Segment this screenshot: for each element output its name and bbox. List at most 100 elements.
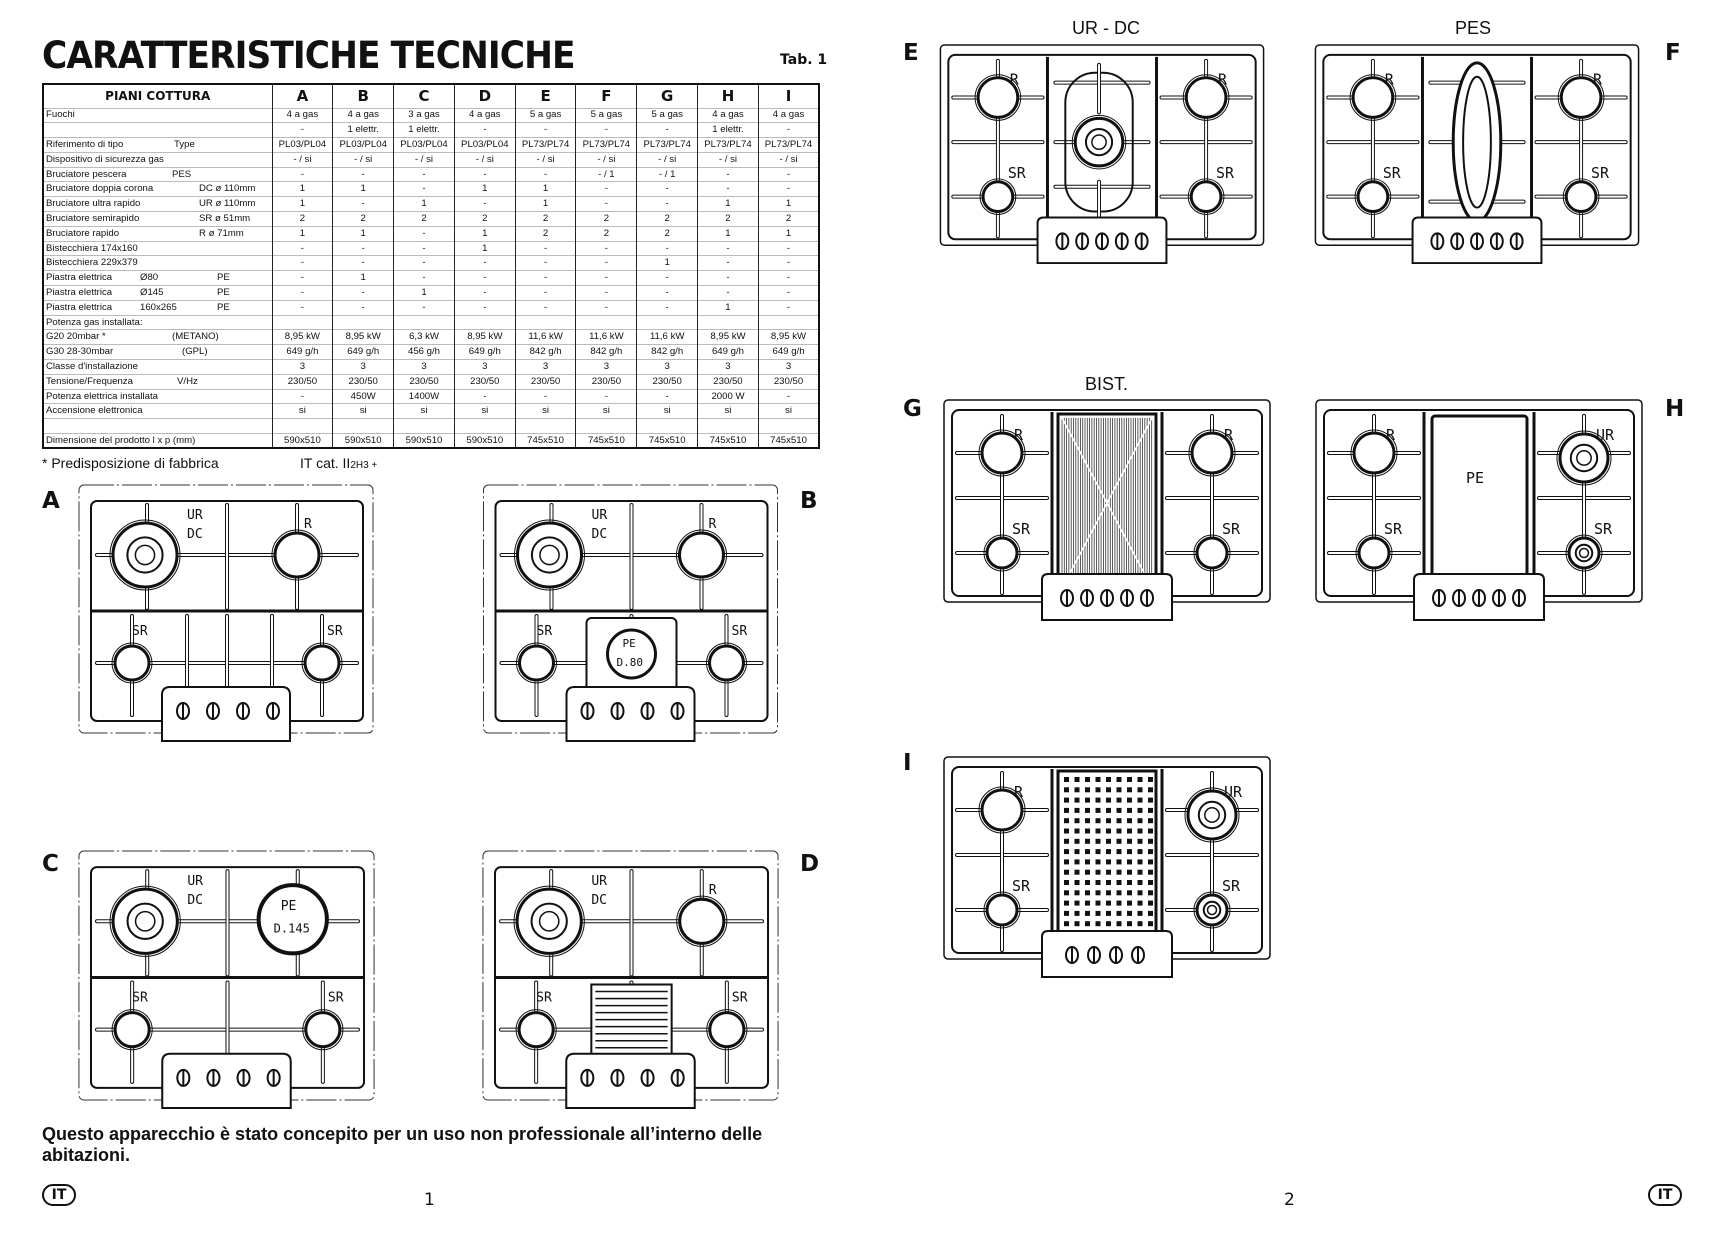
table-cell: -	[271, 122, 333, 138]
usage-note: Questo apparecchio è stato concepito per…	[42, 1124, 763, 1165]
row-label-part: Potenza gas installata:	[46, 316, 143, 328]
row-label: Accensione elettronica	[42, 403, 272, 419]
griddle-dot	[1148, 900, 1153, 906]
burner-label: R	[709, 883, 717, 898]
griddle-dot	[1116, 869, 1122, 875]
burner-ring	[515, 1009, 557, 1051]
row-label-part: Dimensione del prodotto l x p (mm)	[46, 434, 196, 446]
table-cell: -	[757, 255, 820, 271]
table-cell: 590x510	[332, 433, 394, 449]
table-cell: -	[757, 240, 820, 256]
griddle-dot	[1064, 818, 1069, 824]
griddle-dot	[1064, 880, 1069, 885]
fish-burner-icon	[1451, 61, 1503, 223]
griddle-dot	[1064, 900, 1069, 906]
table-cell: si	[636, 403, 698, 419]
row-label-part: (METANO)	[172, 331, 219, 343]
table-cell: -	[514, 285, 576, 301]
diagram-letter-I: I	[903, 750, 912, 776]
diagram-letter-B: B	[800, 488, 818, 514]
table-cell: si	[271, 403, 333, 419]
table-cell: - / si	[393, 151, 455, 168]
griddle-dot	[1116, 880, 1122, 885]
griddle-dot	[1074, 838, 1080, 844]
table-cell: -	[453, 166, 516, 182]
row-label-part: Riferimento di tipo	[46, 138, 124, 150]
row-label-part: V/Hz	[177, 375, 198, 387]
table-cell: -	[332, 299, 394, 316]
table-cell: 1	[271, 225, 333, 242]
griddle-dot	[1106, 818, 1111, 824]
griddle-dot	[1116, 828, 1122, 834]
burner-label: R	[1385, 71, 1394, 89]
table-cell: 2	[636, 211, 698, 227]
table-row: Dimensione del prodotto l x p (mm) 590x51…	[42, 433, 820, 449]
table-cell: 1	[393, 285, 455, 301]
griddle-dot	[1106, 880, 1111, 885]
burner-ring	[979, 178, 1017, 215]
burner-icon	[1357, 536, 1391, 570]
header-label: PIANI COTTURA	[42, 84, 272, 108]
table-cell: -	[514, 166, 576, 182]
column-header-C: C	[393, 84, 455, 108]
burner-icon	[980, 431, 1024, 475]
burner-icon	[113, 644, 151, 682]
burner-inner-ring	[126, 902, 164, 940]
page-number-2: 2	[1284, 1190, 1295, 1210]
griddle-dot	[1106, 828, 1111, 834]
griddle-dot	[1095, 807, 1101, 813]
table-cell: 230/50	[636, 373, 698, 390]
burner-ring	[271, 529, 323, 581]
burner-icon	[1195, 536, 1229, 570]
griddle-dot	[1064, 869, 1069, 875]
burner-icon	[980, 788, 1024, 832]
griddle-dot	[1106, 777, 1111, 782]
table-cell: 1	[757, 225, 820, 242]
table-cell: -	[332, 255, 394, 271]
griddle-dot	[1106, 859, 1111, 865]
griddle-dot	[1085, 921, 1090, 927]
table-cell: 1	[636, 255, 698, 271]
burner-ring	[1193, 534, 1231, 572]
table-cell: 842 g/h	[636, 344, 698, 360]
griddle-dot	[1106, 849, 1111, 855]
table-cell: 1	[332, 270, 394, 286]
table-cell: 1	[393, 196, 455, 212]
table-cell: -	[636, 299, 698, 316]
table-cell: -	[636, 240, 698, 256]
column-header-A: A	[271, 84, 333, 108]
table-cell: -	[271, 388, 333, 404]
griddle-dot	[1137, 910, 1143, 916]
table-cell	[757, 418, 820, 434]
griddle-dot	[1064, 859, 1069, 865]
gas-category-sub: 2H3 +	[350, 460, 378, 471]
griddle-dot	[1137, 828, 1143, 834]
table-cell: 4 a gas	[332, 107, 394, 123]
table-cell: - / si	[514, 151, 576, 168]
burner-label: SR	[732, 624, 748, 639]
diagram-letter-F: F	[1665, 40, 1681, 66]
diagram-letter-C: C	[42, 851, 59, 877]
griddle-dot	[1074, 797, 1080, 803]
table-cell: 2	[453, 211, 516, 227]
table-cell: 230/50	[514, 373, 576, 390]
row-label: Dispositivo di sicurezza gas	[42, 151, 272, 168]
burner-ring	[978, 429, 1026, 477]
burner-icon	[1356, 180, 1390, 214]
table-cell: -	[453, 122, 516, 138]
table-cell: 1	[697, 299, 759, 316]
row-label: Dimensione del prodotto l x p (mm)	[42, 433, 272, 449]
row-label: G20 20mbar *(METANO)	[42, 329, 272, 345]
table-row: Dispositivo di sicurezza gas - / si - / si…	[42, 151, 820, 168]
burner-label: R	[1014, 426, 1024, 444]
column-header-H: H	[697, 84, 759, 108]
table-cell: -	[575, 181, 637, 197]
gas-category: IT cat. II2H3 +	[300, 455, 377, 471]
diagram-caption-E: UR - DC	[1072, 18, 1140, 38]
footnote: * Predisposizione di fabbrica	[42, 455, 219, 471]
